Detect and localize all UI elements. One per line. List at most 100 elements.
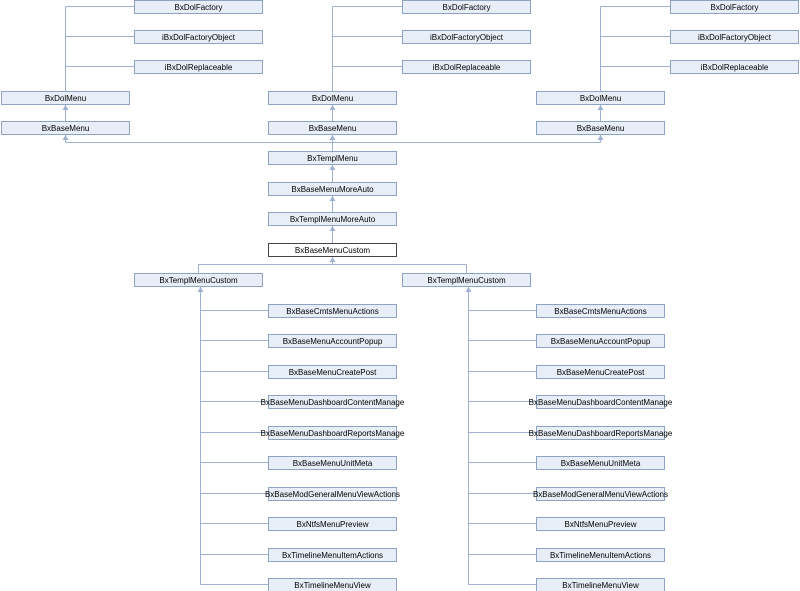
bx-templ-menu-more-auto-node-box xyxy=(268,212,397,226)
child-node-2-left-box xyxy=(268,365,397,379)
arrow-head xyxy=(62,105,69,110)
child-node-1-left[interactable]: BxBaseMenuAccountPopup xyxy=(268,334,397,348)
child-node-2-right[interactable]: BxBaseMenuCreatePost xyxy=(536,365,665,379)
ibx-dol-factory-object-node[interactable]: iBxDolFactoryObject xyxy=(670,30,799,44)
bx-base-menu-custom-node-box xyxy=(268,243,397,257)
bx-templ-menu-node-label: BxTemplMenu xyxy=(307,154,358,163)
ibx-dol-factory-object-node[interactable]: iBxDolFactoryObject xyxy=(402,30,531,44)
child-node-5-right-label: BxBaseMenuUnitMeta xyxy=(561,459,641,468)
child-node-6-left-label: BxBaseModGeneralMenuViewActions xyxy=(265,490,400,499)
bx-base-menu-node-box xyxy=(536,121,665,135)
ibx-dol-replaceable-node[interactable]: iBxDolReplaceable xyxy=(402,60,531,74)
bx-dol-factory-node-label: BxDolFactory xyxy=(710,3,758,12)
child-node-5-left[interactable]: BxBaseMenuUnitMeta xyxy=(268,456,397,470)
child-node-3-left[interactable]: BxBaseMenuDashboardContentManage xyxy=(261,395,405,409)
bx-base-menu-node[interactable]: BxBaseMenu xyxy=(536,121,665,135)
bx-dol-factory-node[interactable]: BxDolFactory xyxy=(670,0,799,14)
bx-templ-menu-more-auto-node[interactable]: BxTemplMenuMoreAuto xyxy=(268,212,397,226)
arrow-head xyxy=(62,135,69,140)
ibx-dol-factory-object-node-label: iBxDolFactoryObject xyxy=(430,33,504,42)
bx-dol-menu-node-label: BxDolMenu xyxy=(580,94,621,103)
arrow-head xyxy=(329,105,336,110)
child-node-7-right[interactable]: BxNtfsMenuPreview xyxy=(536,517,665,531)
child-node-5-right[interactable]: BxBaseMenuUnitMeta xyxy=(536,456,665,470)
bx-dol-menu-node[interactable]: BxDolMenu xyxy=(268,91,397,105)
child-node-6-left-box xyxy=(268,487,397,501)
bx-base-menu-custom-node-label: BxBaseMenuCustom xyxy=(295,246,370,255)
arrow-head xyxy=(329,257,336,262)
bx-base-menu-node[interactable]: BxBaseMenu xyxy=(268,121,397,135)
child-node-3-right-label: BxBaseMenuDashboardContentManage xyxy=(529,398,673,407)
child-node-8-left[interactable]: BxTimelineMenuItemActions xyxy=(268,548,397,562)
bx-dol-factory-node-box xyxy=(402,0,531,14)
child-node-8-left-box xyxy=(268,548,397,562)
child-node-2-right-label: BxBaseMenuCreatePost xyxy=(557,368,645,377)
child-node-9-right[interactable]: BxTimelineMenuView xyxy=(536,578,665,591)
bx-templ-menu-custom-node-box xyxy=(402,273,531,287)
ibx-dol-factory-object-node[interactable]: iBxDolFactoryObject xyxy=(134,30,263,44)
child-node-3-right[interactable]: BxBaseMenuDashboardContentManage xyxy=(529,395,673,409)
arrow-head xyxy=(597,105,604,110)
child-node-9-right-label: BxTimelineMenuView xyxy=(562,581,639,590)
bx-dol-factory-node[interactable]: BxDolFactory xyxy=(402,0,531,14)
bx-base-menu-node-label: BxBaseMenu xyxy=(42,124,90,133)
child-node-1-right[interactable]: BxBaseMenuAccountPopup xyxy=(536,334,665,348)
child-node-7-right-label: BxNtfsMenuPreview xyxy=(564,520,636,529)
bx-templ-menu-custom-node[interactable]: BxTemplMenuCustom xyxy=(134,273,263,287)
bx-base-menu-more-auto-node[interactable]: BxBaseMenuMoreAuto xyxy=(268,182,397,196)
bx-base-menu-node-box xyxy=(1,121,130,135)
child-node-4-left[interactable]: BxBaseMenuDashboardReportsManage xyxy=(261,426,405,440)
bx-templ-menu-custom-node-label: BxTemplMenuCustom xyxy=(159,276,238,285)
child-node-0-right[interactable]: BxBaseCmtsMenuActions xyxy=(536,304,665,318)
ibx-dol-replaceable-node[interactable]: iBxDolReplaceable xyxy=(134,60,263,74)
bx-dol-menu-node[interactable]: BxDolMenu xyxy=(536,91,665,105)
arrow-head xyxy=(329,165,336,170)
child-node-0-left[interactable]: BxBaseCmtsMenuActions xyxy=(268,304,397,318)
bx-dol-menu-node-box xyxy=(268,91,397,105)
arrow-head xyxy=(465,287,472,292)
child-node-6-left[interactable]: BxBaseModGeneralMenuViewActions xyxy=(265,487,400,501)
child-node-1-left-box xyxy=(268,334,397,348)
bx-dol-menu-node-box xyxy=(536,91,665,105)
arrow-head xyxy=(329,226,336,231)
bx-dol-menu-node-label: BxDolMenu xyxy=(45,94,86,103)
ibx-dol-factory-object-node-box xyxy=(670,30,799,44)
child-node-4-right-box xyxy=(536,426,665,440)
child-node-6-right-label: BxBaseModGeneralMenuViewActions xyxy=(533,490,668,499)
bx-base-menu-custom-node[interactable]: BxBaseMenuCustom xyxy=(268,243,397,257)
ibx-dol-factory-object-node-label: iBxDolFactoryObject xyxy=(698,33,772,42)
bx-dol-factory-node-label: BxDolFactory xyxy=(174,3,222,12)
child-node-7-left[interactable]: BxNtfsMenuPreview xyxy=(268,517,397,531)
bx-dol-factory-node[interactable]: BxDolFactory xyxy=(134,0,263,14)
child-node-3-left-box xyxy=(268,395,397,409)
bx-base-menu-more-auto-node-label: BxBaseMenuMoreAuto xyxy=(291,185,374,194)
ibx-dol-factory-object-node-box xyxy=(402,30,531,44)
child-node-7-left-label: BxNtfsMenuPreview xyxy=(296,520,368,529)
child-node-0-left-box xyxy=(268,304,397,318)
child-node-9-left[interactable]: BxTimelineMenuView xyxy=(268,578,397,591)
bx-base-menu-node-label: BxBaseMenu xyxy=(577,124,625,133)
child-node-4-left-box xyxy=(268,426,397,440)
child-node-8-right[interactable]: BxTimelineMenuItemActions xyxy=(536,548,665,562)
child-node-6-right-box xyxy=(536,487,665,501)
child-node-9-left-label: BxTimelineMenuView xyxy=(294,581,371,590)
child-node-6-right[interactable]: BxBaseModGeneralMenuViewActions xyxy=(533,487,668,501)
bx-templ-menu-node[interactable]: BxTemplMenu xyxy=(268,151,397,165)
bx-templ-menu-node-box xyxy=(268,151,397,165)
bx-base-menu-node[interactable]: BxBaseMenu xyxy=(1,121,130,135)
bx-dol-menu-node[interactable]: BxDolMenu xyxy=(1,91,130,105)
child-node-3-right-box xyxy=(536,395,665,409)
arrow-head xyxy=(329,196,336,201)
ibx-dol-replaceable-node[interactable]: iBxDolReplaceable xyxy=(670,60,799,74)
ibx-dol-factory-object-node-box xyxy=(134,30,263,44)
bx-templ-menu-custom-node[interactable]: BxTemplMenuCustom xyxy=(402,273,531,287)
child-node-1-left-label: BxBaseMenuAccountPopup xyxy=(283,337,383,346)
child-node-2-left[interactable]: BxBaseMenuCreatePost xyxy=(268,365,397,379)
ibx-dol-replaceable-node-box xyxy=(670,60,799,74)
ibx-dol-replaceable-node-label: iBxDolReplaceable xyxy=(165,63,233,72)
child-node-7-left-box xyxy=(268,517,397,531)
child-node-4-right[interactable]: BxBaseMenuDashboardReportsManage xyxy=(529,426,673,440)
ibx-dol-factory-object-node-label: iBxDolFactoryObject xyxy=(162,33,236,42)
child-node-5-right-box xyxy=(536,456,665,470)
